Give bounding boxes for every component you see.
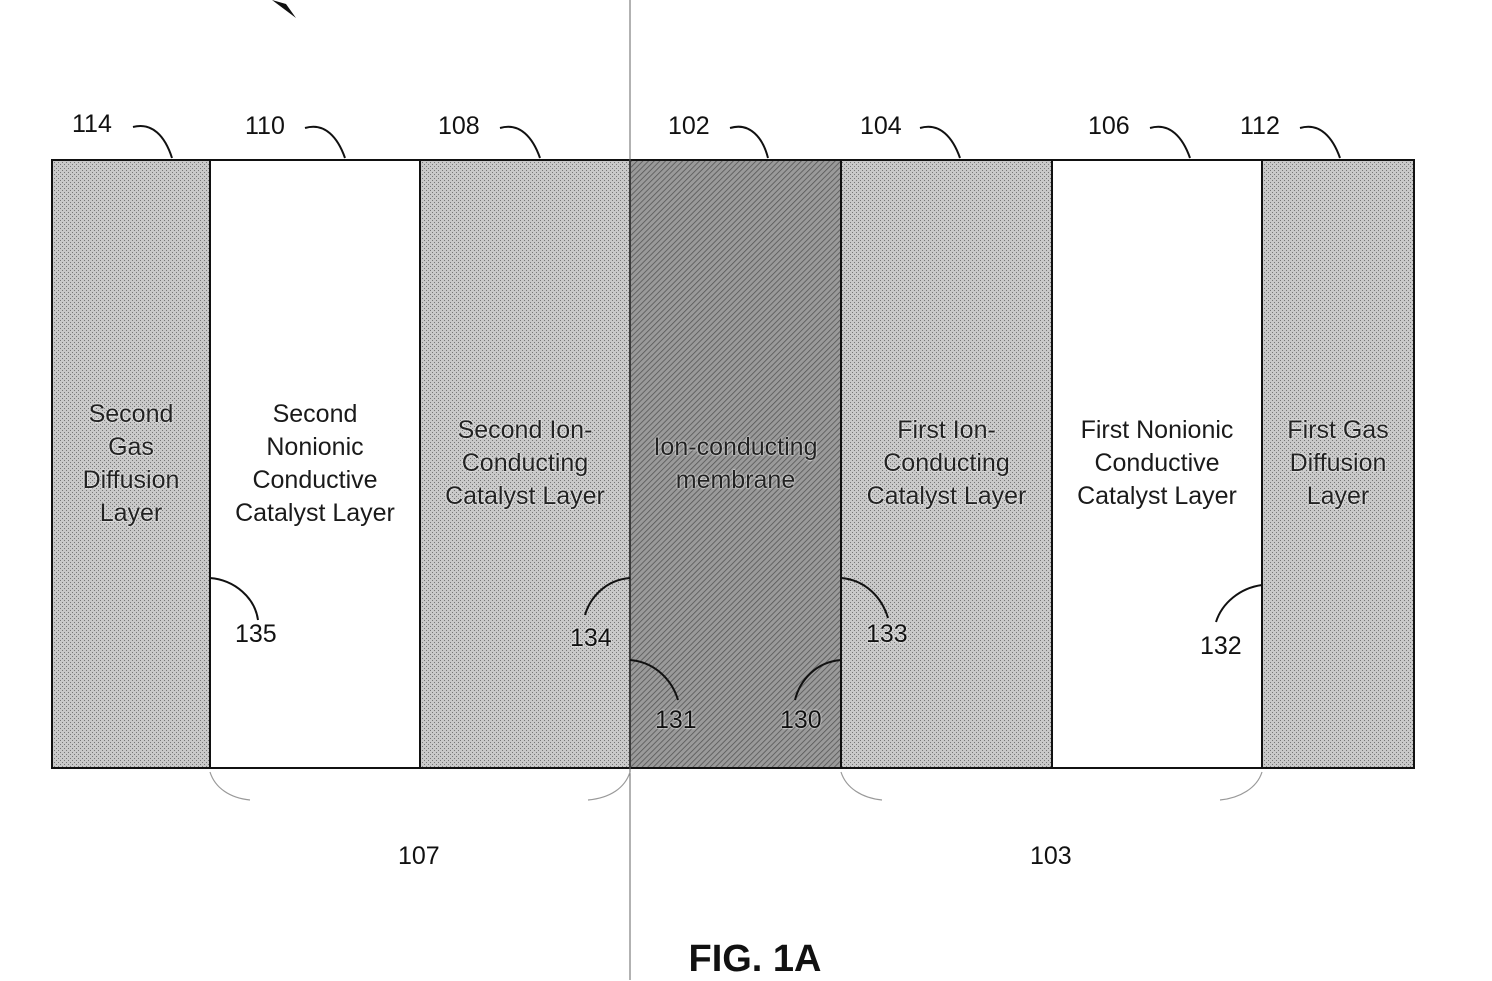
layer-102-rect	[630, 160, 841, 768]
leader-106	[1150, 127, 1190, 158]
leader-112	[1300, 127, 1340, 158]
leader-104	[920, 127, 960, 158]
bracket-107-right	[588, 772, 630, 800]
layer-110-rect	[210, 160, 420, 768]
layer-104-rect	[841, 160, 1052, 768]
bracket-103-left	[841, 772, 882, 800]
leader-110	[305, 127, 345, 158]
bracket-103-right	[1220, 772, 1262, 800]
leader-108	[500, 127, 540, 158]
layer-108-rect	[420, 160, 630, 768]
layer-106-rect	[1052, 160, 1262, 768]
leader-114	[133, 126, 172, 158]
layer-112-rect	[1262, 160, 1414, 768]
bracket-107-left	[210, 772, 250, 800]
top-arrow-fragment	[272, 0, 296, 18]
layer-114-rect	[52, 160, 210, 768]
leader-102	[730, 127, 768, 158]
